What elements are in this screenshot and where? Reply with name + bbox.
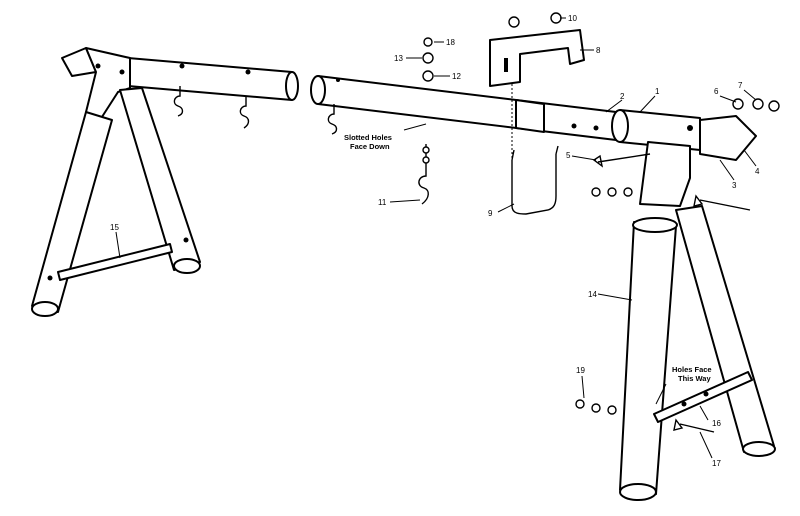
left-a-frame-assembly [31, 47, 299, 317]
bolt-5 [592, 153, 651, 168]
sleeve-end [611, 109, 629, 143]
nut-top-left [508, 16, 520, 28]
note-slotted-line1: Slotted Holes [344, 133, 392, 142]
left-hook-2 [239, 96, 250, 129]
right-a-frame-assembly [575, 205, 776, 501]
u-bolt [511, 154, 557, 215]
left-brace [57, 243, 173, 281]
right-leg-front [619, 221, 677, 495]
callout-9: 9 [488, 209, 493, 218]
callout-7: 7 [738, 81, 743, 90]
right-leg-front-foot [619, 483, 657, 501]
right-leg-rear [675, 205, 775, 453]
main-top-beam-assembly [310, 75, 617, 205]
callout-17: 17 [712, 459, 721, 468]
left-leg-rear-foot [173, 258, 201, 274]
left-leg-front [31, 111, 113, 313]
left-beam-end [285, 71, 299, 101]
callout-8: 8 [596, 46, 601, 55]
left-leg-front-foot [31, 301, 59, 317]
callout-3: 3 [732, 181, 737, 190]
center-clamp-block [515, 99, 545, 133]
bolt-17 [673, 418, 715, 433]
callout-14: 14 [588, 290, 597, 299]
callout-18: 18 [446, 38, 455, 47]
main-top-beam [317, 75, 617, 141]
callout-labels: 1 2 3 4 5 6 7 8 9 10 11 12 13 14 15 16 1… [110, 14, 760, 468]
right-end-cap [699, 115, 757, 161]
nut-13 [422, 52, 434, 64]
note-holes-line1: Holes Face [672, 365, 712, 374]
callout-11: 11 [378, 198, 387, 207]
left-top-beam [127, 57, 293, 101]
nut-10 [550, 12, 562, 24]
beam-hook [327, 104, 338, 135]
left-hook-1 [173, 86, 184, 117]
nut-6 [732, 98, 744, 110]
note-holes-line2: This Way [678, 374, 711, 383]
callout-5: 5 [566, 151, 571, 160]
washer-12 [422, 70, 434, 82]
callout-12: 12 [452, 72, 461, 81]
right-leg-front-top [632, 217, 678, 233]
callout-4: 4 [755, 167, 760, 176]
callout-1: 1 [655, 87, 660, 96]
bolt-lower [693, 194, 751, 211]
right-corner-assembly [591, 98, 780, 211]
callout-16: 16 [712, 419, 721, 428]
left-leg-rear [119, 87, 201, 271]
callout-19: 19 [576, 366, 585, 375]
right-corner-connector [639, 141, 691, 207]
callout-10: 10 [568, 14, 577, 23]
assembly-notes: Slotted Holes Face Down Holes Face This … [344, 133, 712, 383]
main-beam-open-end [310, 75, 326, 105]
left-corner-connector [85, 47, 131, 121]
top-bracket [489, 29, 585, 87]
hanger-hook-11 [418, 144, 429, 205]
note-slotted-line2: Face Down [350, 142, 390, 151]
callout-15: 15 [110, 223, 119, 232]
callout-2: 2 [620, 92, 625, 101]
callout-13: 13 [394, 54, 403, 63]
callout-6: 6 [714, 87, 719, 96]
right-leg-rear-foot [742, 441, 776, 457]
leader-lines [115, 17, 757, 459]
nut-18 [423, 37, 433, 47]
right-brace [653, 371, 753, 423]
washer-7 [752, 98, 764, 110]
